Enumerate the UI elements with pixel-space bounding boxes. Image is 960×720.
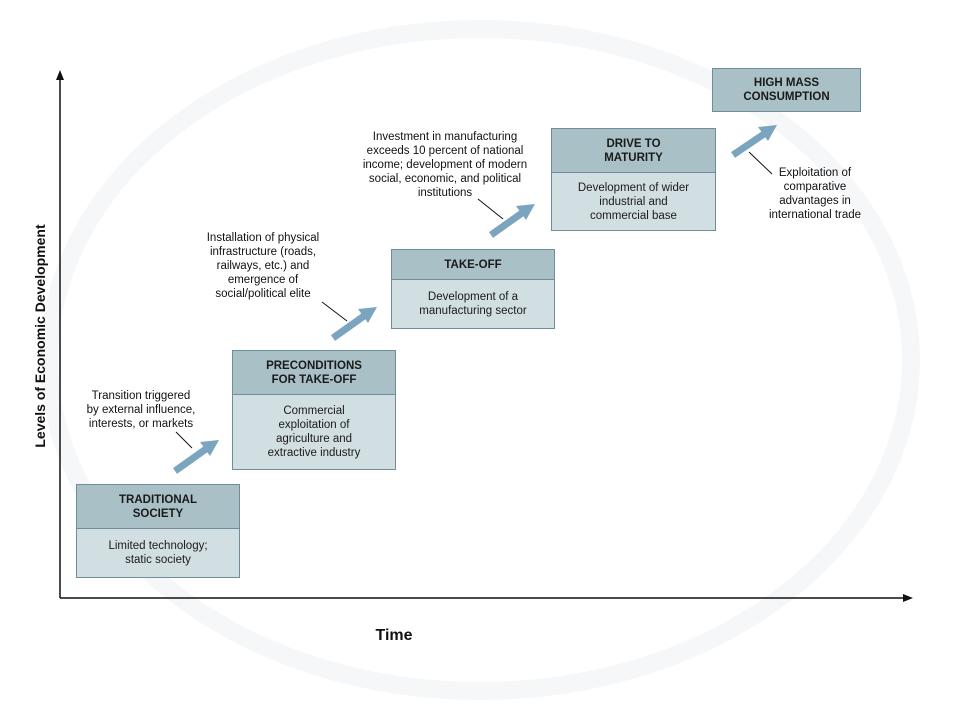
stage-preconditions: PRECONDITIONS FOR TAKE-OFF Commercial ex… bbox=[232, 350, 396, 470]
stage-description: Limited technology; static society bbox=[108, 540, 208, 566]
stage-title: TAKE-OFF bbox=[392, 250, 554, 280]
transition-note-to-mass-consumption: Exploitation of comparative advantages i… bbox=[768, 167, 862, 221]
stage-take-off: TAKE-OFF Development of a manufacturing … bbox=[391, 249, 555, 329]
arrow-icon bbox=[488, 204, 535, 238]
leader-line bbox=[477, 198, 504, 220]
stage-title: DRIVE TO MATURITY bbox=[552, 129, 715, 173]
leader-line bbox=[748, 151, 773, 175]
transition-note-to-maturity: Investment in manufacturing exceeds 10 p… bbox=[362, 131, 528, 199]
leader-line bbox=[321, 301, 348, 322]
x-axis-arrowhead bbox=[903, 594, 913, 602]
arrow-icon bbox=[330, 307, 377, 341]
stage-description: Development of wider industrial and comm… bbox=[577, 181, 690, 222]
stage-description: Commercial exploitation of agriculture a… bbox=[267, 405, 361, 459]
transition-note-to-preconditions: Transition triggered by external influen… bbox=[86, 390, 196, 430]
stage-drive-to-maturity: DRIVE TO MATURITY Development of wider i… bbox=[551, 128, 716, 231]
stage-title: TRADITIONAL SOCIETY bbox=[77, 485, 239, 529]
stage-title: HIGH MASS CONSUMPTION bbox=[713, 69, 860, 111]
leader-line bbox=[175, 431, 193, 449]
arrow-icon bbox=[731, 125, 777, 158]
stage-description: Development of a manufacturing sector bbox=[419, 291, 527, 317]
transition-note-to-take-off: Installation of physical infrastructure … bbox=[206, 232, 320, 300]
x-axis-label: Time bbox=[375, 627, 413, 644]
arrow-icon bbox=[172, 440, 219, 474]
stage-traditional-society: TRADITIONAL SOCIETY Limited technology; … bbox=[76, 484, 240, 578]
stage-high-mass-consumption: HIGH MASS CONSUMPTION bbox=[712, 68, 861, 112]
stage-title: PRECONDITIONS FOR TAKE-OFF bbox=[233, 351, 395, 395]
y-axis-arrowhead bbox=[56, 70, 64, 80]
